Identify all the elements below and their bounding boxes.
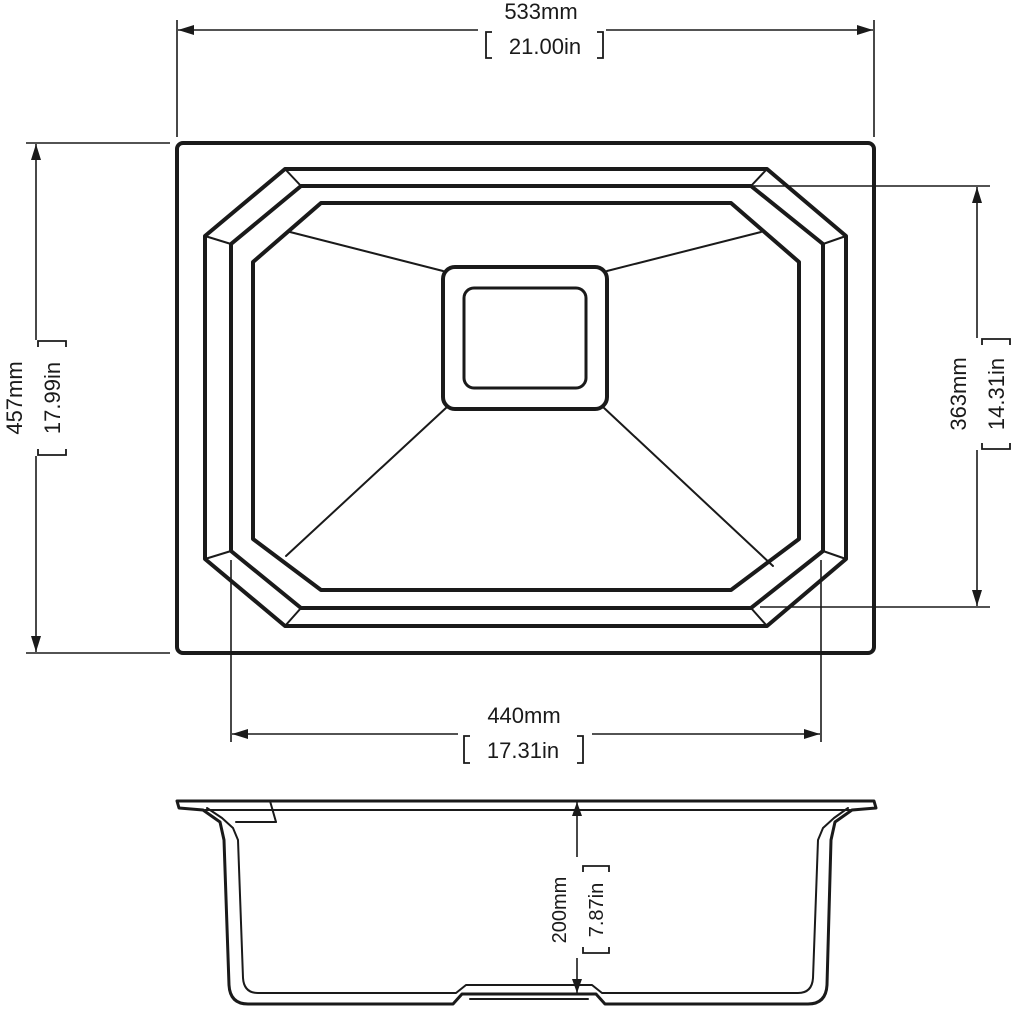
sink-side-view xyxy=(175,799,878,1006)
drain-inner xyxy=(462,286,588,390)
bowl-depth-mm: 363mm xyxy=(946,357,971,430)
dimension-overall-depth: 457mm 17.99in xyxy=(2,142,170,654)
overall-depth-mm: 457mm xyxy=(2,361,27,434)
overall-width-in: 21.00in xyxy=(509,34,581,59)
bowl-width-mm: 440mm xyxy=(487,703,560,728)
bowl-height-mm: 200mm xyxy=(549,877,571,944)
slope-line xyxy=(606,231,762,272)
outer-plate xyxy=(175,141,876,655)
slope-line xyxy=(602,406,774,567)
bowl-width-in: 17.31in xyxy=(487,738,559,763)
dimension-bowl-height: 200mm 7.87in xyxy=(549,802,610,993)
overall-width-mm: 533mm xyxy=(504,0,577,24)
slope-line xyxy=(289,231,444,272)
bowl-height-in: 7.87in xyxy=(586,883,608,938)
drain-outer xyxy=(441,265,609,411)
overall-depth-in: 17.99in xyxy=(40,362,65,434)
bowl-depth-in: 14.31in xyxy=(984,358,1009,430)
dimension-overall-width: 533mm 21.00in xyxy=(176,0,875,137)
slope-line xyxy=(285,406,448,557)
dimension-bowl-width: 440mm 17.31in xyxy=(230,560,822,764)
side-profile-inner xyxy=(206,807,849,994)
rim-outer xyxy=(203,167,848,628)
rim-inner xyxy=(229,184,825,610)
side-profile-outer xyxy=(175,799,878,1006)
dimension-bowl-depth: 363mm 14.31in xyxy=(751,185,1011,608)
bowl-bottom xyxy=(251,201,801,592)
sink-top-view xyxy=(175,141,876,655)
